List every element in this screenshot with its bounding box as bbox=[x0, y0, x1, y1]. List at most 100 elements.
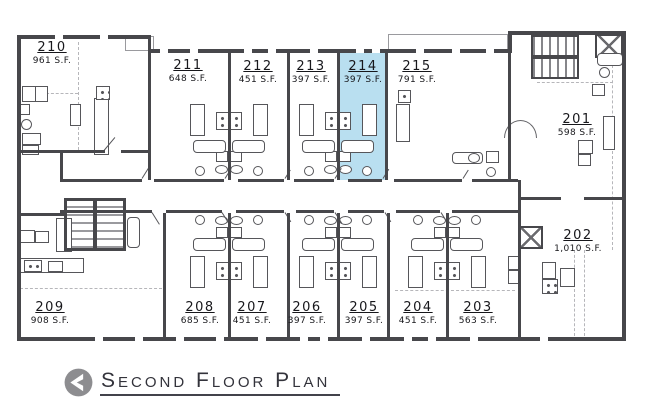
cabinet bbox=[22, 133, 41, 145]
unit-area: 397 S.F. bbox=[287, 316, 327, 326]
wall-segment bbox=[148, 49, 511, 53]
unit-number: 210 bbox=[37, 40, 67, 55]
bathtub bbox=[232, 140, 265, 153]
cabinet bbox=[578, 140, 593, 154]
dashed-line bbox=[612, 60, 613, 250]
unit-label-204[interactable]: 204 451 S.F. bbox=[399, 300, 437, 327]
unit-label-201[interactable]: 201 598 S.F. bbox=[558, 112, 596, 139]
cabinet bbox=[542, 262, 556, 279]
bathtub bbox=[411, 238, 444, 251]
dashed-line bbox=[78, 42, 79, 150]
window-notch bbox=[55, 35, 63, 39]
unit-number: 201 bbox=[562, 112, 592, 127]
kitchen-counter bbox=[299, 256, 314, 288]
unit-label-208[interactable]: 208 685 S.F. bbox=[181, 300, 219, 327]
unit-label-207[interactable]: 207 451 S.F. bbox=[233, 300, 271, 327]
toilet bbox=[304, 166, 314, 176]
corridor-wall bbox=[60, 179, 142, 182]
kitchen-counter bbox=[362, 256, 377, 288]
unit-label-205[interactable]: 205 397 S.F. bbox=[345, 300, 383, 327]
unit-area: 961 S.F. bbox=[32, 56, 72, 66]
wall-segment bbox=[337, 53, 340, 180]
bathtub bbox=[597, 53, 623, 66]
unit-label-215[interactable]: 215 791 S.F. bbox=[398, 59, 436, 86]
mechanical-shaft bbox=[519, 226, 543, 249]
corridor-wall bbox=[294, 179, 334, 182]
unit-label-202[interactable]: 202 1,010 S.F. bbox=[554, 228, 602, 255]
cabinet bbox=[20, 230, 35, 243]
sink bbox=[230, 165, 243, 174]
cabinet bbox=[325, 227, 337, 238]
corridor-wall bbox=[166, 210, 222, 213]
kitchen-counter bbox=[603, 116, 615, 150]
bathtub bbox=[302, 140, 335, 153]
toilet bbox=[362, 215, 372, 225]
wall-segment bbox=[17, 35, 151, 39]
dashed-line bbox=[537, 82, 613, 83]
unit-number: 206 bbox=[292, 300, 322, 315]
wall-segment bbox=[60, 153, 63, 180]
sink bbox=[230, 216, 243, 225]
unit-label-206[interactable]: 206 397 S.F. bbox=[288, 300, 326, 327]
unit-number: 215 bbox=[402, 59, 432, 74]
window-notch bbox=[372, 49, 380, 53]
unit-number: 211 bbox=[173, 58, 203, 73]
bathtub bbox=[232, 238, 265, 251]
window-notch bbox=[320, 337, 328, 341]
unit-number: 207 bbox=[237, 300, 267, 315]
window-notch bbox=[452, 49, 460, 53]
unit-number: 203 bbox=[463, 300, 493, 315]
toilet bbox=[362, 166, 372, 176]
window-notch bbox=[356, 49, 364, 53]
unit-label-210[interactable]: 210 961 S.F. bbox=[33, 40, 71, 67]
corridor-wall bbox=[296, 210, 334, 213]
stove bbox=[542, 279, 558, 294]
kitchen-counter bbox=[190, 256, 205, 288]
corridor-wall bbox=[394, 179, 462, 182]
kitchen-counter bbox=[471, 256, 486, 288]
wall-segment bbox=[287, 213, 290, 337]
bathtub bbox=[450, 238, 483, 251]
unit-label-213[interactable]: 213 397 S.F. bbox=[292, 59, 330, 86]
cabinet bbox=[20, 104, 30, 115]
wall-segment bbox=[508, 31, 512, 53]
window-notch bbox=[540, 337, 548, 341]
corridor-wall bbox=[60, 210, 152, 213]
wall-segment bbox=[121, 150, 151, 153]
unit-label-203[interactable]: 203 563 S.F. bbox=[459, 300, 497, 327]
unit-label-214[interactable]: 214 397 S.F. bbox=[344, 59, 382, 86]
unit-label-211[interactable]: 211 648 S.F. bbox=[169, 58, 207, 85]
unit-area: 685 S.F. bbox=[180, 316, 220, 326]
window-notch bbox=[216, 337, 224, 341]
window-notch bbox=[362, 337, 370, 341]
unit-label-209[interactable]: 209 908 S.F. bbox=[31, 300, 69, 327]
kitchen-counter bbox=[253, 104, 268, 136]
toilet bbox=[486, 167, 496, 177]
sink bbox=[433, 216, 446, 225]
unit-area: 397 S.F. bbox=[291, 75, 331, 85]
wall-segment bbox=[17, 35, 21, 341]
cabinet bbox=[216, 227, 228, 238]
window-notch bbox=[258, 337, 266, 341]
unit-area: 1,010 S.F. bbox=[554, 244, 602, 254]
stairwell-hatch bbox=[97, 201, 123, 248]
unit-number: 205 bbox=[349, 300, 379, 315]
toilet bbox=[21, 119, 32, 130]
cabinet bbox=[230, 227, 242, 238]
kitchen-counter bbox=[190, 104, 205, 136]
unit-number: 208 bbox=[185, 300, 215, 315]
door-swing bbox=[151, 212, 160, 225]
window-notch bbox=[135, 337, 143, 341]
cabinet bbox=[35, 86, 48, 102]
unit-area: 451 S.F. bbox=[398, 316, 438, 326]
wall-segment bbox=[228, 53, 231, 180]
unit-label-212[interactable]: 212 451 S.F. bbox=[239, 59, 277, 86]
unit-number: 213 bbox=[296, 59, 326, 74]
wall-segment bbox=[446, 213, 449, 337]
sink bbox=[468, 153, 480, 163]
wall-segment bbox=[385, 53, 388, 180]
unit-area: 397 S.F. bbox=[343, 75, 383, 85]
window-notch bbox=[404, 337, 412, 341]
wall-segment bbox=[622, 31, 626, 341]
